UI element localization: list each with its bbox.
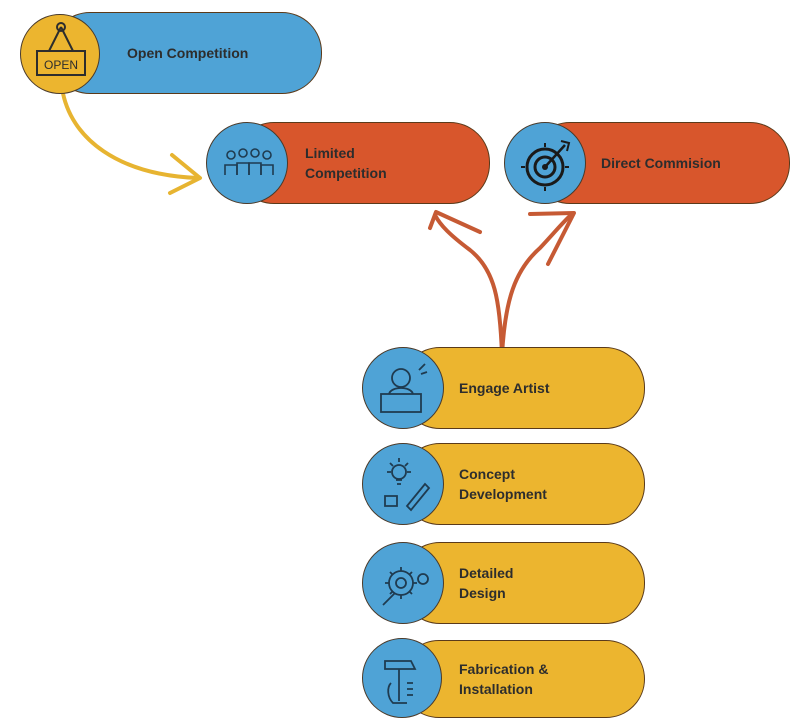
arrow-open-to-limited <box>60 86 202 195</box>
step-label: Engage Artist <box>459 380 550 396</box>
gear-design-icon <box>382 567 429 606</box>
target-icon <box>521 140 571 191</box>
hammer-hand-icon-circle <box>362 638 442 718</box>
open-sign-icon-circle: OPEN <box>20 14 100 94</box>
idea-pencil-icon <box>384 458 431 512</box>
node-label: Direct Commision <box>601 155 721 171</box>
step-fabrication-installation: Fabrication & Installation <box>400 640 645 718</box>
people-group-icon-circle <box>206 122 288 204</box>
target-icon-circle <box>504 122 586 204</box>
node-label: Open Competition <box>127 45 249 61</box>
gear-design-icon-circle <box>362 542 444 624</box>
artist-icon <box>380 363 428 413</box>
step-label: Concept Development <box>459 466 547 502</box>
step-label: Detailed Design <box>459 565 514 601</box>
artist-icon-circle <box>362 347 444 429</box>
hammer-hand-icon <box>384 660 417 704</box>
open-sign-icon: OPEN <box>36 22 86 76</box>
open-sign-text: OPEN <box>44 58 78 72</box>
people-group-icon <box>224 148 274 175</box>
step-label: Fabrication & Installation <box>459 661 549 697</box>
idea-pencil-icon-circle <box>362 443 444 525</box>
node-label: Limited Competition <box>305 145 387 181</box>
arrow-engage-to-limited-and-direct <box>428 210 576 357</box>
